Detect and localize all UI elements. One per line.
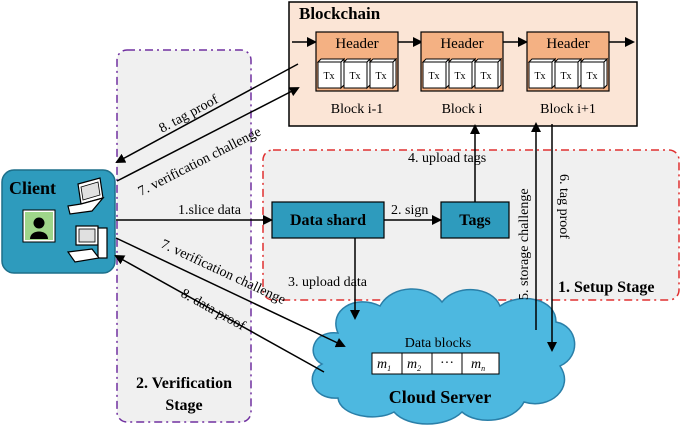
label-sign: 2. sign: [391, 203, 428, 218]
cloud-blocks-label: Data blocks: [405, 336, 471, 351]
arrow-data-proof: [114, 255, 325, 373]
blockchain-title: Blockchain: [299, 4, 381, 23]
verification-stage-label-line2: Stage: [165, 397, 202, 414]
data-block-label: m1: [377, 357, 391, 373]
verification-stage-region: [116, 49, 252, 423]
block-label: Block i+1: [540, 102, 596, 117]
data-block-cell: [461, 352, 500, 375]
client-title: Client: [9, 178, 56, 198]
tx-icon: Tx: [368, 57, 398, 90]
arrow-verification-challenge-bottom: [115, 237, 346, 348]
arrow-verification-challenge-top: [116, 87, 300, 182]
tx-icon: Tx: [447, 57, 477, 90]
svg-text:Tx: Tx: [480, 71, 491, 82]
desktop-computer-icon: [66, 225, 108, 263]
label-upload-tags: 4. upload tags: [408, 151, 486, 166]
svg-text:Tx: Tx: [428, 71, 439, 82]
laptop-icon: [67, 177, 105, 215]
block-label: Block i-1: [331, 102, 384, 117]
svg-text:Tx: Tx: [375, 71, 386, 82]
tx-icon: Tx: [421, 57, 451, 90]
setup-stage-label: 1. Setup Stage: [558, 279, 654, 296]
tx-icon: Tx: [316, 57, 346, 90]
verification-stage-label-line1: 2. Verification: [136, 375, 232, 392]
user-avatar-icon: [22, 209, 56, 243]
block-label: Block i: [442, 102, 483, 117]
svg-text:Tx: Tx: [349, 71, 360, 82]
label-slice-data: 1.slice data: [178, 203, 242, 218]
block-header-label: Header: [546, 36, 589, 52]
block-i-plus-1: Header Tx Tx Tx Block i+1: [526, 31, 610, 117]
arrow-tag-proof-8: [115, 63, 299, 163]
block-header-label: Header: [440, 36, 483, 52]
tx-icon: Tx: [553, 57, 583, 90]
data-shard-label: Data shard: [290, 212, 366, 229]
block-i: Header Tx Tx Tx Block i: [420, 31, 504, 117]
tx-icon: Tx: [527, 57, 557, 90]
tx-icon: Tx: [473, 57, 503, 90]
data-block-label: mn: [471, 357, 485, 373]
svg-text:Tx: Tx: [534, 71, 545, 82]
svg-text:Tx: Tx: [323, 71, 334, 82]
svg-text:Tx: Tx: [560, 71, 571, 82]
block-i-minus-1: Header Tx Tx Tx Block i-1: [315, 31, 399, 117]
svg-text:Tx: Tx: [586, 71, 597, 82]
cloud-server: Data blocks m1 m2 ··· mn Cloud Server: [311, 288, 576, 425]
data-block-label: m2: [407, 357, 421, 373]
label-tag-proof-6: 6. tag proof: [556, 174, 571, 239]
tags-box: [440, 201, 510, 239]
tx-icon: Tx: [579, 57, 609, 90]
label-storage-challenge: 5. storage challenge: [517, 188, 532, 300]
block-header-label: Header: [335, 36, 378, 52]
client: Client: [1, 169, 116, 274]
label-upload-data: 3. upload data: [288, 275, 368, 290]
tx-icon: Tx: [342, 57, 372, 90]
svg-text:Tx: Tx: [454, 71, 465, 82]
tags-label: Tags: [459, 212, 490, 229]
data-block-label: ···: [440, 356, 454, 371]
cloud-title: Cloud Server: [389, 387, 492, 407]
